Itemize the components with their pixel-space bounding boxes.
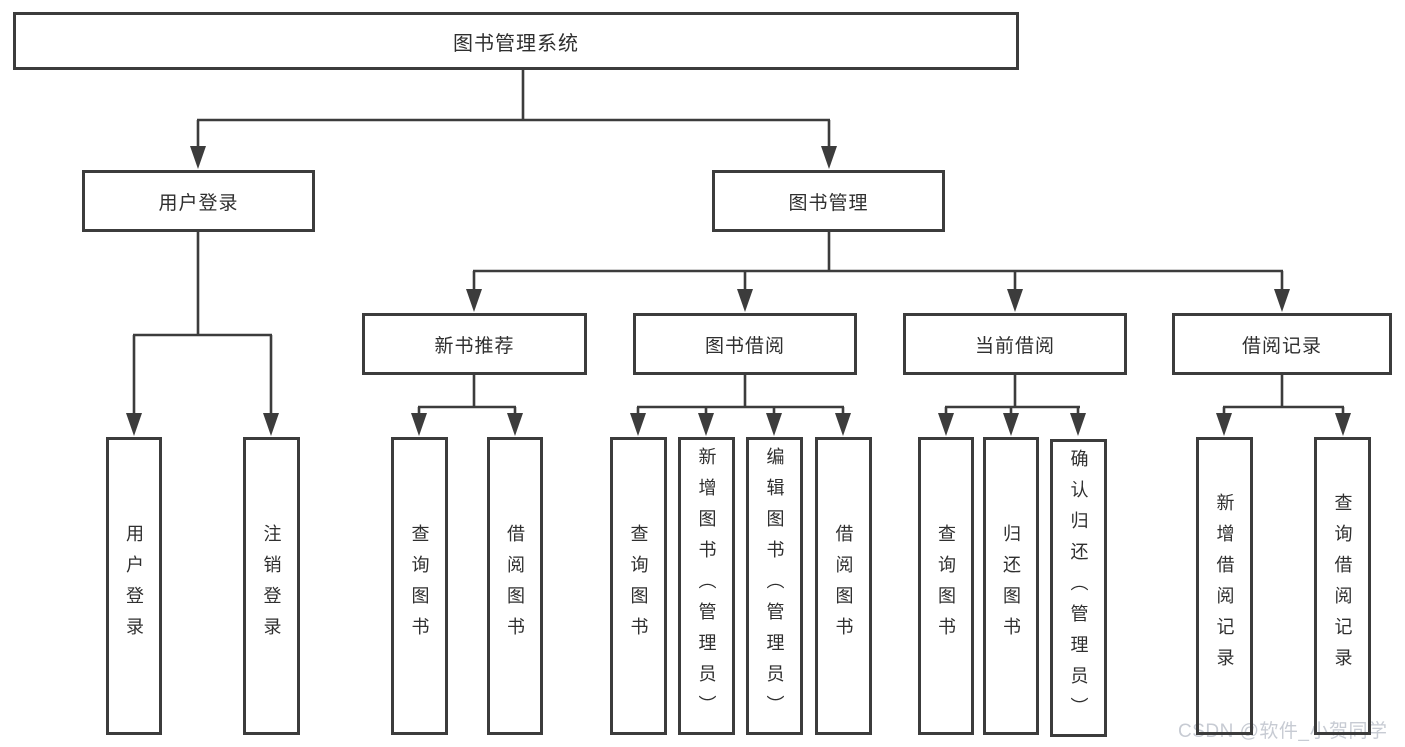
- leaf-label: 查询图书: [936, 524, 956, 648]
- node-book-borrow: 图书借阅: [633, 313, 857, 375]
- leaf-cb-query-books: 查询图书: [918, 437, 974, 735]
- leaf-br-query-record: 查询借阅记录: [1314, 437, 1371, 735]
- leaf-bb-query-books: 查询图书: [610, 437, 667, 735]
- leaf-label: 借阅图书: [505, 524, 525, 648]
- leaf-label: 借阅图书: [833, 524, 854, 648]
- leaf-nbr-query-books: 查询图书: [391, 437, 448, 735]
- leaf-br-add-record: 新增借阅记录: [1196, 437, 1253, 735]
- node-user-login: 用户登录: [82, 170, 315, 232]
- leaf-label: 查询借阅记录: [1332, 493, 1353, 679]
- leaf-label: 归还图书: [1001, 524, 1021, 648]
- node-label: 当前借阅: [974, 335, 1055, 357]
- node-label: 用户登录: [158, 192, 239, 214]
- leaf-label: 查询图书: [409, 524, 430, 648]
- leaf-bb-borrow-books: 借阅图书: [815, 437, 872, 735]
- leaf-label: 用户登录: [124, 524, 144, 648]
- leaf-bb-edit-book-admin: 编辑图书（管理员）: [746, 437, 803, 735]
- leaf-label: 新增借阅记录: [1214, 493, 1235, 679]
- leaf-label: 新增图书（管理员）: [696, 446, 717, 726]
- node-new-book-recommend: 新书推荐: [362, 313, 587, 375]
- csdn-watermark: CSDN @软件_小贺同学: [1178, 721, 1388, 742]
- leaf-label: 编辑图书（管理员）: [764, 446, 785, 726]
- node-label: 图书借阅: [704, 335, 785, 357]
- node-label: 新书推荐: [434, 335, 515, 357]
- node-book-management: 图书管理: [712, 170, 945, 232]
- node-label: 借阅记录: [1241, 335, 1322, 357]
- leaf-cb-confirm-return-admin: 确认归还（管理员）: [1050, 439, 1107, 737]
- leaf-label: 确认归还（管理员）: [1068, 448, 1089, 728]
- node-label: 图书管理: [788, 192, 869, 214]
- node-borrow-records: 借阅记录: [1172, 313, 1392, 375]
- leaf-user-login: 用户登录: [106, 437, 162, 735]
- leaf-label: 注销登录: [261, 524, 282, 648]
- node-root-system: 图书管理系统: [13, 12, 1019, 70]
- leaf-bb-add-book-admin: 新增图书（管理员）: [678, 437, 735, 735]
- leaf-nbr-borrow-books: 借阅图书: [487, 437, 543, 735]
- node-current-borrow: 当前借阅: [903, 313, 1127, 375]
- leaf-label: 查询图书: [628, 524, 649, 648]
- node-label: 图书管理系统: [453, 32, 579, 55]
- leaf-cb-return-books: 归还图书: [983, 437, 1039, 735]
- leaf-logout: 注销登录: [243, 437, 300, 735]
